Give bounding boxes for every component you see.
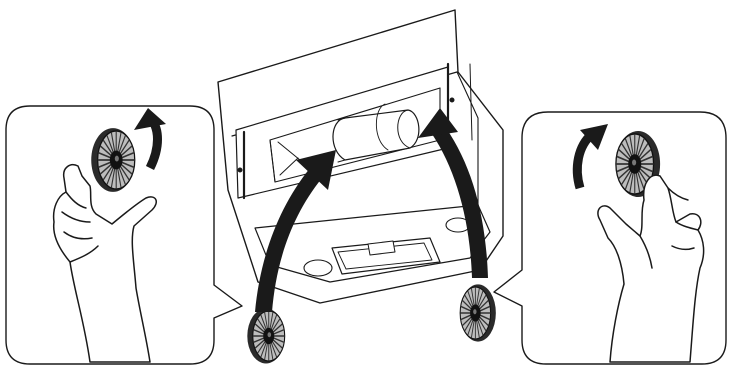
left-callout-panel bbox=[6, 106, 242, 364]
carbon-filter-icon bbox=[91, 128, 135, 192]
carbon-filter-left-loose bbox=[247, 309, 284, 364]
carbon-filter-right-loose bbox=[460, 284, 496, 341]
right-callout-panel bbox=[494, 112, 726, 364]
